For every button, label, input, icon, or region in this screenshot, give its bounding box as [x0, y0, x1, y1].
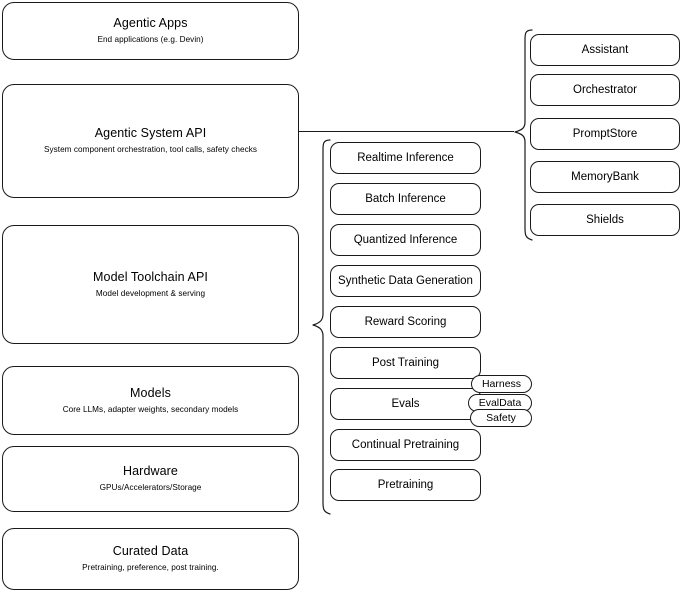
system-item-shields[interactable]: Shields — [530, 204, 680, 236]
layer-title: Agentic Apps — [113, 16, 188, 30]
item-label: Post Training — [371, 357, 440, 369]
toolchain-item-pretraining[interactable]: Pretraining — [330, 469, 481, 501]
system-item-assistant[interactable]: Assistant — [530, 34, 680, 66]
layer-subtitle: GPUs/Accelerators/Storage — [99, 483, 202, 492]
item-label: Synthetic Data Generation — [338, 275, 473, 287]
item-label: Batch Inference — [365, 193, 446, 205]
item-label: Assistant — [581, 44, 629, 56]
item-label: PromptStore — [572, 128, 638, 140]
system-item-orchestrator[interactable]: Orchestrator — [530, 74, 680, 106]
toolchain-item-post-training[interactable]: Post Training — [330, 347, 481, 379]
toolchain-item-continual-pretraining[interactable]: Continual Pretraining — [330, 429, 481, 461]
item-label: Pretraining — [377, 479, 434, 491]
system-item-memorybank[interactable]: MemoryBank — [530, 161, 680, 193]
brace-toolchain — [312, 139, 331, 515]
layer-subtitle: System component orchestration, tool cal… — [43, 145, 258, 154]
layer-box-hardware[interactable]: Hardware GPUs/Accelerators/Storage — [2, 446, 299, 512]
toolchain-item-quantized-inference[interactable]: Quantized Inference — [330, 224, 481, 256]
brace-system-components — [514, 29, 533, 241]
pill-label: Safety — [486, 412, 516, 424]
toolchain-item-batch-inference[interactable]: Batch Inference — [330, 183, 481, 215]
layer-box-curated-data[interactable]: Curated Data Pretraining, preference, po… — [2, 528, 299, 590]
toolchain-item-synthetic-data-generation[interactable]: Synthetic Data Generation — [330, 265, 481, 297]
layer-title: Models — [130, 385, 171, 400]
toolchain-item-reward-scoring[interactable]: Reward Scoring — [330, 306, 481, 338]
layer-box-agentic-system-api[interactable]: Agentic System API System component orch… — [2, 84, 299, 198]
eval-pill-harness[interactable]: Harness — [471, 375, 532, 393]
layer-title: Curated Data — [112, 544, 189, 558]
layer-subtitle: Core LLMs, adapter weights, secondary mo… — [62, 404, 239, 414]
system-item-promptstore[interactable]: PromptStore — [530, 118, 680, 150]
item-label: Shields — [586, 214, 624, 226]
layer-box-models[interactable]: Models Core LLMs, adapter weights, secon… — [2, 366, 299, 435]
layer-title: Agentic System API — [94, 126, 207, 140]
pill-label: Harness — [481, 378, 522, 390]
toolchain-item-realtime-inference[interactable]: Realtime Inference — [330, 142, 481, 174]
item-label: Continual Pretraining — [351, 439, 460, 451]
item-label: MemoryBank — [571, 171, 639, 183]
layer-title: Model Toolchain API — [93, 269, 208, 284]
layer-box-agentic-apps[interactable]: Agentic Apps End applications (e.g. Devi… — [2, 2, 299, 60]
item-label: Orchestrator — [573, 84, 637, 96]
toolchain-item-evals[interactable]: Evals — [330, 388, 481, 420]
item-label: Realtime Inference — [357, 152, 454, 164]
eval-pill-safety[interactable]: Safety — [470, 409, 532, 427]
layer-title: Hardware — [123, 464, 178, 478]
connector-system-api-to-components — [299, 130, 514, 132]
layer-box-model-toolchain-api[interactable]: Model Toolchain API Model development & … — [2, 225, 299, 344]
layer-subtitle: Pretraining, preference, post training. — [82, 563, 219, 572]
item-label: Quantized Inference — [353, 234, 458, 246]
layer-subtitle: Model development & serving — [95, 288, 206, 298]
item-label: Reward Scoring — [364, 316, 447, 328]
item-label: Evals — [391, 398, 420, 410]
layer-subtitle: End applications (e.g. Devin) — [97, 35, 204, 44]
pill-label: EvalData — [478, 397, 522, 409]
